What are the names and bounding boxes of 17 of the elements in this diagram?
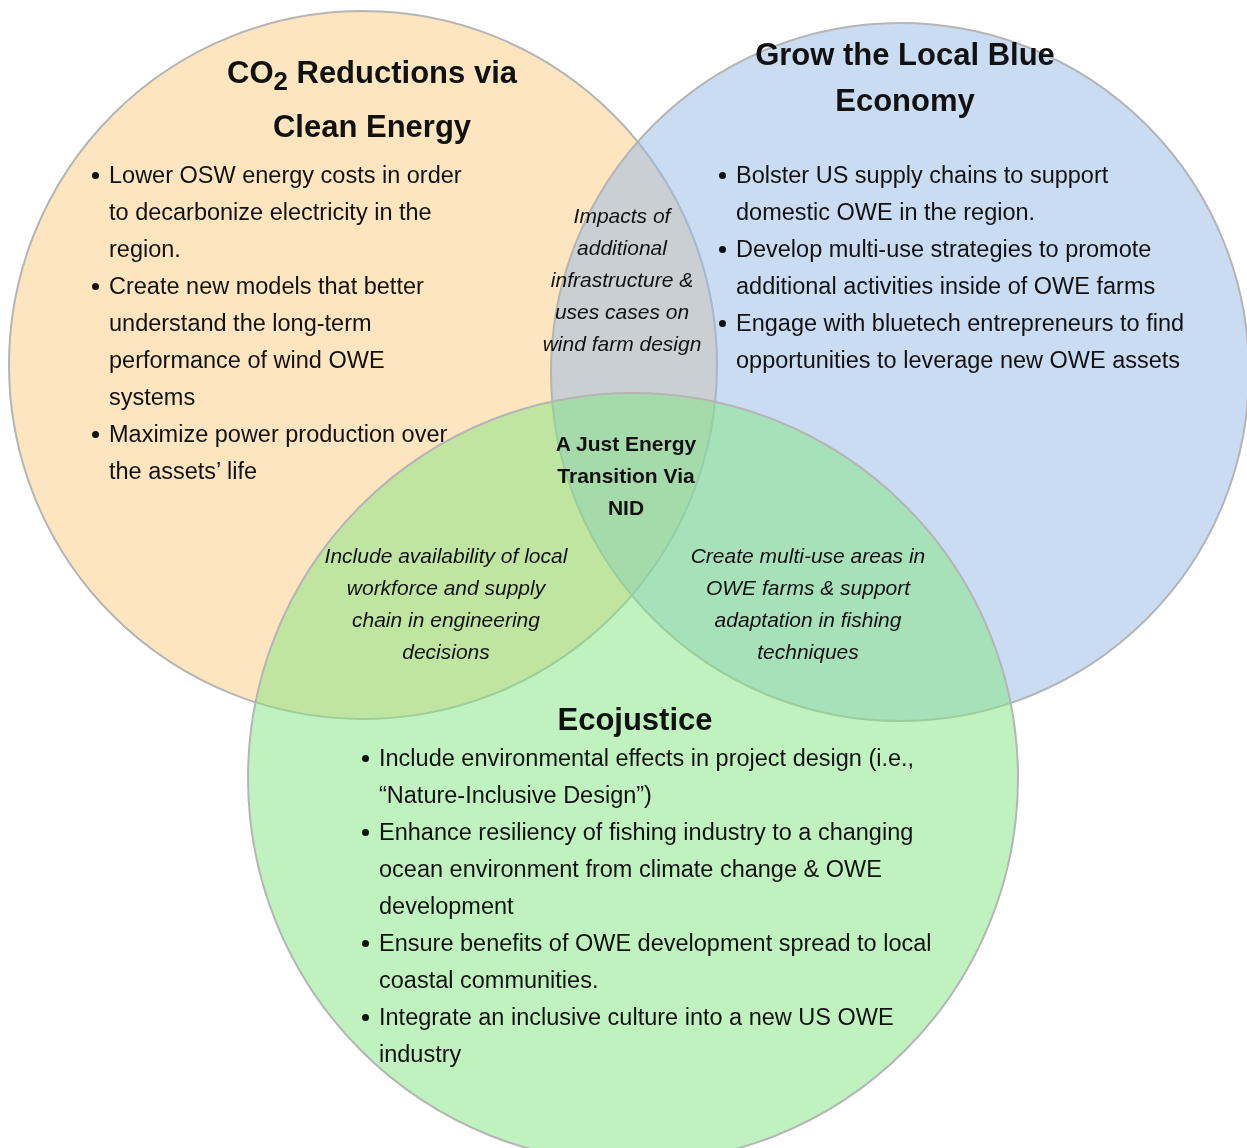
bullet-text: Maximize power production over the assets’ life bbox=[109, 420, 449, 486]
bullet-text: Include environmental effects in project design (i.e., “Nature-Inclusive Design”) bbox=[379, 744, 916, 810]
bullet-text: Engage with bluetech entrepreneurs to find opportunities to leverage new OWE assets bbox=[736, 309, 1186, 375]
circle-heading: Ecojustice bbox=[556, 701, 714, 739]
bullet-text: Lower OSW energy costs in order to decarbonize electricity in the region. bbox=[109, 161, 463, 264]
bullet-text: Enhance resiliency of fishing industry to a changing ocean environment from climate change & OWE development bbox=[379, 818, 915, 921]
bullet-text: Bolster US supply chains to support domestic OWE in the region. bbox=[736, 161, 1110, 227]
overlap-label: Create multi-use areas in OWE farms & support adaptation in fishing techniques bbox=[689, 543, 927, 665]
bullet-text: Create new models that better understand the long-term performance of wind OWE systems bbox=[109, 272, 425, 412]
overlap-label: Impacts of additional infrastructure & uses cases on wind farm design bbox=[541, 203, 703, 357]
bullet-text: Develop multi-use strategies to promote additional activities inside of OWE farms bbox=[736, 235, 1157, 301]
bullet-text: Integrate an inclusive culture into a new US OWE industry bbox=[379, 1003, 895, 1069]
circle-heading: CO$_{2}$ Reductions via Clean Energy bbox=[226, 54, 519, 147]
center-label: A Just Energy Transition Via NID bbox=[554, 431, 698, 521]
circle-heading: Grow the Local Blue Economy bbox=[754, 36, 1056, 120]
bullet-text: Ensure benefits of OWE development spread to local coastal communities. bbox=[379, 929, 933, 995]
overlap-label: Include availability of local workforce and supply chain in engineering decisions bbox=[323, 543, 569, 665]
